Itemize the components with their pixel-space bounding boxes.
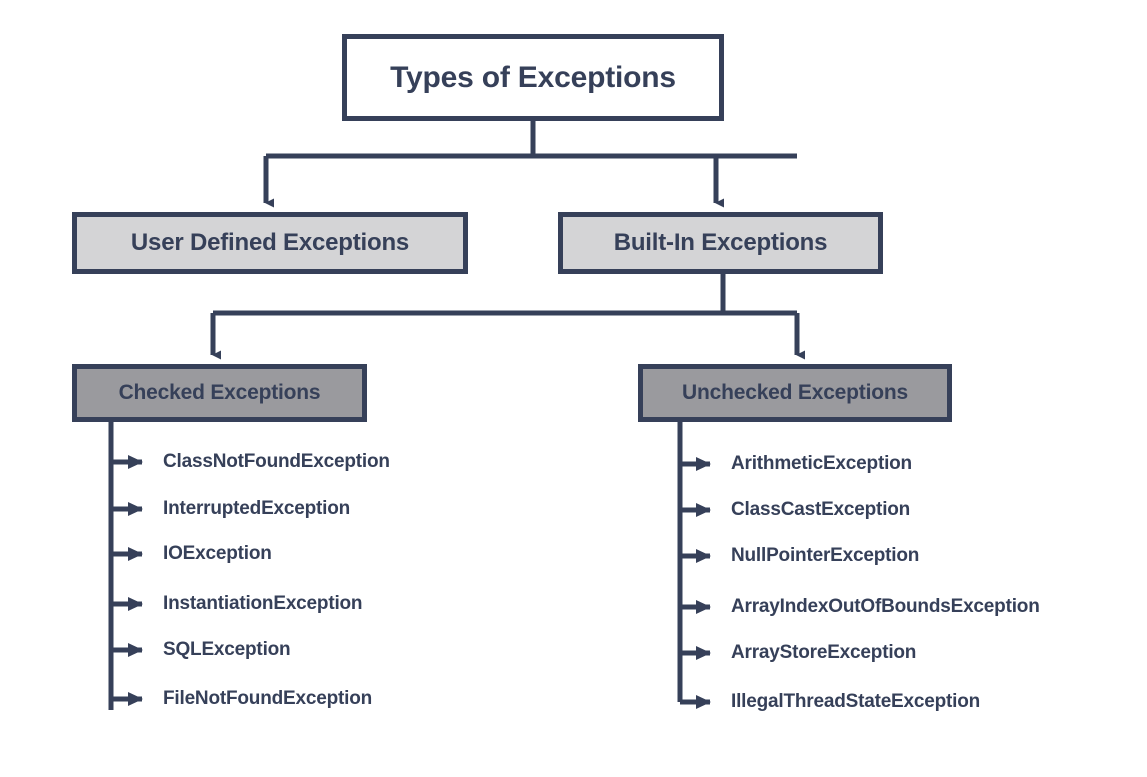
checked-exception-label: FileNotFoundException: [163, 688, 373, 709]
node-checked-exceptions: Checked Exceptions: [72, 364, 367, 422]
checked-exception-label: InterruptedException: [163, 498, 351, 519]
checked-exception-label: IOException: [163, 543, 272, 564]
node-types-of-exceptions: Types of Exceptions: [342, 34, 724, 121]
unchecked-exception-label: ArrayIndexOutOfBoundsException: [731, 596, 1040, 617]
node-built-in-exceptions: Built-In Exceptions: [558, 212, 883, 274]
checked-exception-label: ClassNotFoundException: [163, 451, 390, 472]
builtin-to-level3-connectors: [210, 274, 805, 360]
unchecked-exception-label: ArrayStoreException: [731, 642, 917, 663]
checked-exception-label: SQLException: [163, 639, 291, 660]
unchecked-exception-label: NullPointerException: [731, 545, 920, 566]
node-user-defined-exceptions: User Defined Exceptions: [72, 212, 468, 274]
node-unchecked-exceptions: Unchecked Exceptions: [638, 364, 952, 422]
checked-exception-label: InstantiationException: [163, 593, 363, 614]
root-to-level2-connectors: [263, 121, 797, 208]
unchecked-exception-label: IllegalThreadStateException: [731, 691, 981, 712]
unchecked-leaf-connectors: [677, 422, 711, 709]
unchecked-exception-label: ClassCastException: [731, 499, 911, 520]
unchecked-exception-label: ArithmeticException: [731, 453, 912, 474]
checked-leaf-connectors: [108, 422, 143, 710]
